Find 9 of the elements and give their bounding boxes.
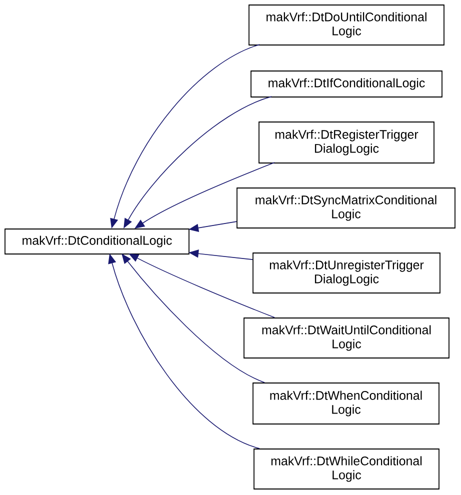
class-box: makVrf::DtSyncMatrixConditional Logic — [236, 188, 456, 228]
class-box: makVrf::DtDoUntilConditional Logic — [248, 4, 444, 46]
class-box: makVrf::DtConditionalLogic — [4, 228, 190, 254]
class-box: makVrf::DtUnregisterTrigger DialogLogic — [252, 252, 440, 294]
class-box: makVrf::DtWhenConditional Logic — [252, 382, 440, 424]
class-box: makVrf::DtWaitUntilConditional Logic — [244, 318, 450, 358]
class-box: makVrf::DtWhileConditional Logic — [254, 448, 440, 490]
class-box: makVrf::DtIfConditionalLogic — [250, 70, 442, 98]
class-box: makVrf::DtRegisterTrigger DialogLogic — [258, 122, 434, 164]
